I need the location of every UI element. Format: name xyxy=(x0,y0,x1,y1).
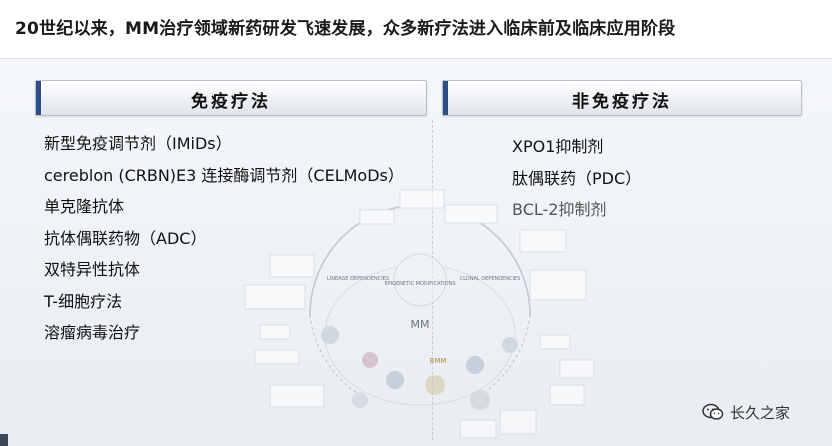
list-item: 肽偶联药（PDC） xyxy=(512,168,642,188)
mm-dependencies-diagram: MM EPIGENETIC MODIFICATIONS LINEAGE DEPE… xyxy=(244,189,595,439)
list-item: T-细胞疗法 xyxy=(44,291,123,311)
header-accent-bar xyxy=(36,81,41,115)
diagram-box xyxy=(259,324,291,340)
immunotherapy-header: 免疫疗法 xyxy=(35,80,427,116)
immunotherapy-header-label: 免疫疗法 xyxy=(191,92,271,112)
diagram-center-disc xyxy=(393,253,447,307)
diagram-arc-right xyxy=(479,314,531,396)
diagram-cell xyxy=(502,337,518,353)
diagram-cell xyxy=(470,390,490,410)
list-item: BCL-2抑制剂 xyxy=(512,200,607,219)
diagram-bottom-label: BMM xyxy=(430,357,447,365)
watermark: 长久之家 xyxy=(702,400,790,424)
non-immunotherapy-header-label: 非免疫疗法 xyxy=(572,92,672,112)
title-bar: 20世纪以来，MM治疗领域新药研发飞速发展，众多新疗法进入临床前及临床应用阶段 xyxy=(0,0,832,59)
diagram-cell xyxy=(425,375,445,395)
diagram-box xyxy=(269,384,325,408)
diagram-cell xyxy=(321,326,339,344)
diagram-box xyxy=(459,419,497,439)
watermark-text: 长久之家 xyxy=(730,403,791,422)
diagram-left-label: LINEAGE DEPENDENCIES xyxy=(327,276,389,282)
diagram-box xyxy=(399,189,445,209)
diagram-center-label: MM xyxy=(411,318,430,331)
diagram-box xyxy=(529,269,587,301)
non-immunotherapy-header: 非免疫疗法 xyxy=(442,80,802,116)
diagram-right-label: CLONAL DEPENDENCIES xyxy=(460,276,521,282)
diagram-cell xyxy=(466,356,484,374)
list-item: 单克隆抗体 xyxy=(44,197,125,216)
diagram-cell xyxy=(352,392,368,408)
list-item: 新型免疫调节剂（IMiDs） xyxy=(44,134,232,153)
diagram-box xyxy=(269,254,315,278)
diagram-box xyxy=(359,209,395,225)
slide-title: 20世纪以来，MM治疗领域新药研发飞速发展，众多新疗法进入临床前及临床应用阶段 xyxy=(15,19,676,39)
diagram-box xyxy=(499,409,537,435)
wechat-icon xyxy=(702,403,724,420)
diagram-box xyxy=(444,204,498,224)
diagram-box xyxy=(559,359,595,379)
list-item: cereblon (CRBN)E3 连接酶调节剂（CELMoDs） xyxy=(44,165,404,185)
diagram-arc-left xyxy=(309,314,361,396)
immunotherapy-list: 新型免疫调节剂（IMiDs） cereblon (CRBN)E3 连接酶调节剂（… xyxy=(44,128,404,349)
diagram-box xyxy=(244,284,306,310)
diagram-cell xyxy=(386,371,404,389)
diagram-box xyxy=(519,229,567,253)
diagram-box xyxy=(254,349,300,365)
list-item: 抗体偶联药物（ADC） xyxy=(44,228,207,248)
non-immunotherapy-list: XPO1抑制剂 肽偶联药（PDC） BCL-2抑制剂 xyxy=(512,131,641,226)
header-accent-bar xyxy=(443,81,448,115)
diagram-box xyxy=(539,334,571,350)
diagram-cell xyxy=(362,352,378,368)
list-item: 溶瘤病毒治疗 xyxy=(44,323,141,342)
list-item: XPO1抑制剂 xyxy=(512,137,604,156)
diagram-top-label: EPIGENETIC MODIFICATIONS xyxy=(384,281,455,287)
corner-icon xyxy=(0,434,8,446)
list-item: 双特异性抗体 xyxy=(44,260,141,279)
diagram-box xyxy=(549,384,585,406)
